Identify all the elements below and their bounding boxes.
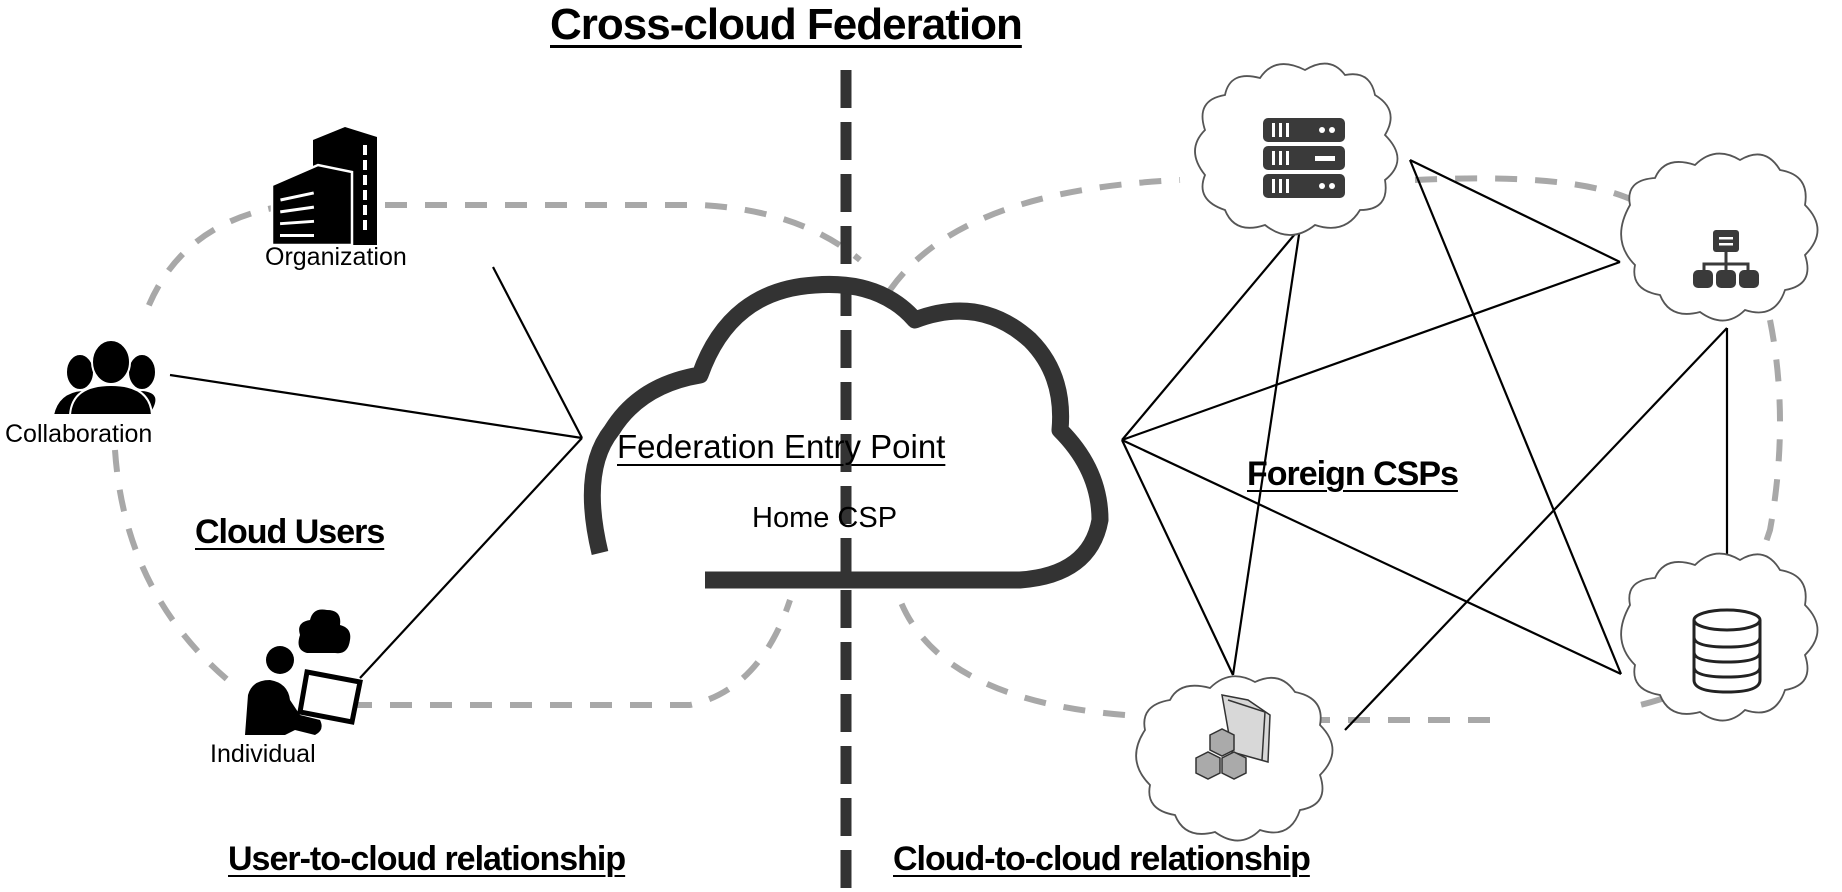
server-rack-icon xyxy=(1263,118,1345,198)
user-label-organization: Organization xyxy=(265,243,407,271)
link-server-database xyxy=(1408,159,1623,675)
group-icon xyxy=(51,339,158,416)
user-label-individual: Individual xyxy=(210,740,316,768)
link-collaboration-home xyxy=(169,373,583,440)
home-cloud-outline xyxy=(583,275,1109,589)
link-individual-home xyxy=(359,437,583,679)
home-csp-label: Home CSP xyxy=(752,502,898,534)
link-network-packages xyxy=(1344,327,1728,731)
person-laptop-cloud-icon xyxy=(245,609,363,735)
cloud-to-cloud-relationship-label: Cloud-to-cloud relationship xyxy=(893,840,1311,878)
folder-packages-icon xyxy=(1195,694,1271,780)
link-server-network xyxy=(1409,159,1621,263)
cloud-users-label: Cloud Users xyxy=(195,513,385,551)
network-hierarchy-icon xyxy=(1693,230,1759,288)
link-home-network xyxy=(1121,260,1621,442)
foreign-csps-label: Foreign CSPs xyxy=(1247,455,1459,493)
database-icon xyxy=(1692,608,1762,694)
link-home-packages xyxy=(1121,439,1234,676)
csp-links xyxy=(1121,159,1729,731)
user-group-boundary xyxy=(112,202,862,708)
user-to-cloud-relationship-label: User-to-cloud relationship xyxy=(228,840,626,878)
link-home-server xyxy=(1121,227,1301,441)
link-organization-home xyxy=(492,266,583,439)
link-server-packages xyxy=(1231,227,1302,676)
link-home-database xyxy=(1121,439,1622,675)
user-links xyxy=(169,266,583,679)
federation-entry-point-label: Federation Entry Point xyxy=(617,428,946,465)
user-label-collaboration: Collaboration xyxy=(5,420,153,448)
diagram-title: Cross-cloud Federation xyxy=(550,0,1023,49)
building-icon xyxy=(270,127,377,247)
